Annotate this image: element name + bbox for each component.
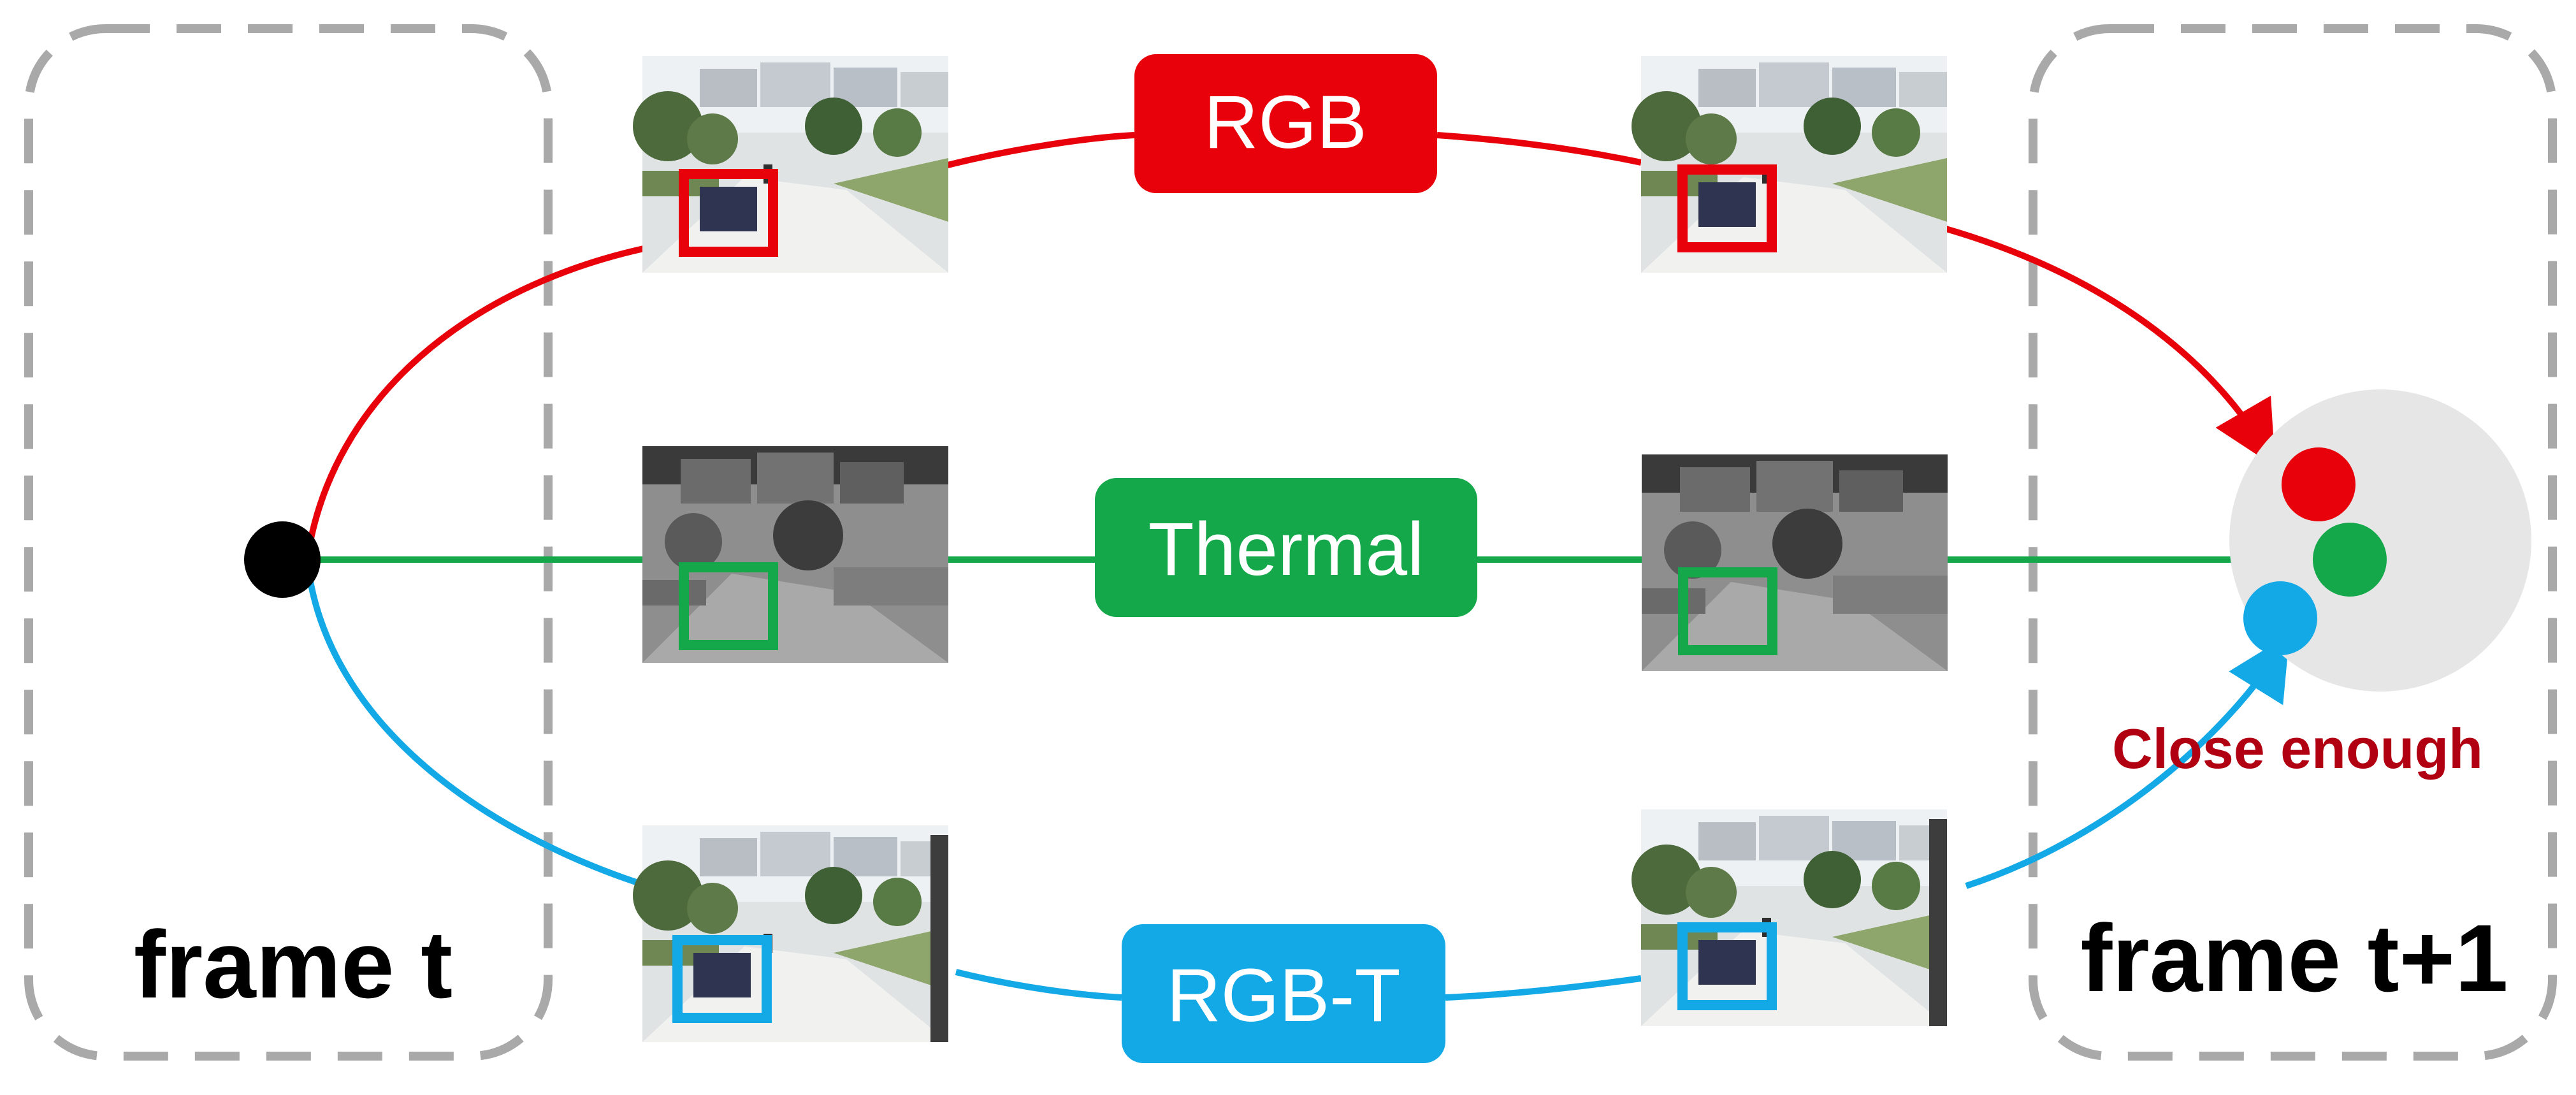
rgb-label: RGB [1204, 80, 1367, 164]
rgbt-label-box: RGB-T [1122, 924, 1445, 1063]
close-enough-label: Close enough [2112, 717, 2483, 780]
thumbnail-rgb-frame-t1 [1632, 56, 1947, 273]
frame-t1-label: frame t+1 [2080, 904, 2508, 1012]
thumbnail-rgbt-frame-t [633, 825, 948, 1042]
rgb-prediction-dot [2282, 447, 2355, 521]
rgbt-prediction-dot [2243, 581, 2317, 655]
thermal-label: Thermal [1148, 507, 1424, 591]
thermal-prediction-dot [2313, 523, 2387, 597]
rgb-bbox [679, 169, 778, 257]
thermal-bbox [1678, 567, 1777, 655]
thumbnail-thermal-frame-t1 [1642, 454, 1948, 671]
thumbnail-rgb-frame-t [633, 56, 948, 273]
rgbt-bbox [1677, 922, 1777, 1010]
rgbt-label: RGB-T [1166, 954, 1400, 1038]
rgb-label-box: RGB [1134, 54, 1437, 193]
start-point [244, 521, 321, 598]
rgb-path [304, 132, 2269, 560]
frame-t-box [24, 24, 553, 1061]
thermal-bbox [679, 562, 778, 650]
rgbt-bbox [672, 935, 772, 1023]
rgb-bbox [1677, 164, 1777, 252]
frame-t-label: frame t [134, 911, 452, 1018]
frame-t1-box [2029, 24, 2557, 1061]
thermal-label-box: Thermal [1095, 478, 1477, 617]
thumbnail-rgbt-frame-t1 [1632, 809, 1947, 1026]
rgbt-path [304, 559, 2283, 1001]
thumbnail-thermal-frame-t [642, 446, 948, 663]
